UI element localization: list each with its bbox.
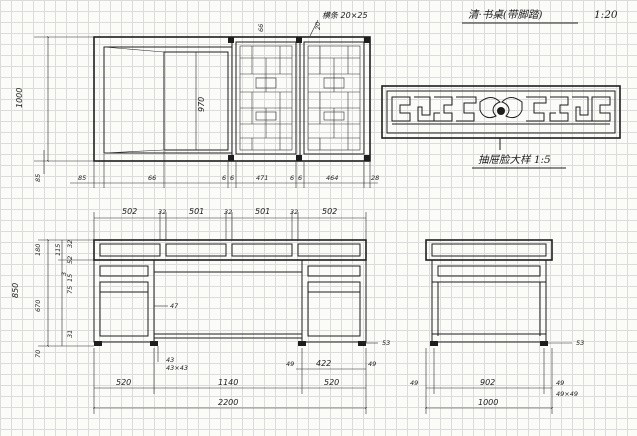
- plan-post: [364, 37, 370, 43]
- front-left-dim: 3: [60, 272, 68, 276]
- plan-dim-1000: 1000: [15, 88, 24, 108]
- plan-bottom-dim: 6: [290, 174, 294, 182]
- plan-dim-20: 20: [314, 22, 322, 30]
- plan-dim-85-left: 85: [34, 174, 42, 182]
- plan-bottom-dim: 6: [222, 174, 226, 182]
- front-right-door: [307, 281, 361, 337]
- side-foot: [540, 341, 548, 346]
- plan-view: 970 横条 20×25 66 20 1000 85 85 66 6 6 471…: [15, 11, 379, 188]
- detail-outer: [381, 85, 621, 139]
- plan-dim-66: 66: [257, 24, 265, 32]
- front-foot: [94, 341, 102, 346]
- front-top-drawer: [231, 243, 293, 257]
- front-left-drawer: [99, 265, 149, 277]
- front-bottom-dim: 520: [116, 378, 131, 387]
- front-top-drawer: [99, 243, 161, 257]
- front-top-drawer: [165, 243, 227, 257]
- front-top-dim: 502: [122, 207, 137, 216]
- front-bottom-dim: 1140: [218, 378, 238, 387]
- front-top-dim: 502: [322, 207, 337, 216]
- plan-bottom-dim: 28: [371, 174, 379, 182]
- front-left-dim: 75: [66, 286, 74, 294]
- front-left-pedestal: [93, 259, 155, 343]
- front-foot: [298, 341, 306, 346]
- front-top-dim: 32: [290, 208, 298, 216]
- side-top-drawer: [431, 243, 547, 257]
- plan-post: [228, 155, 234, 161]
- drawer-face-detail: 抽屉脸大样 1:5: [381, 85, 621, 169]
- front-left-dim: 52: [66, 256, 74, 264]
- plan-post: [364, 155, 370, 161]
- front-left-dim: 70: [34, 350, 42, 358]
- side-elevation: 53 49 902 49 49×49 1000: [410, 239, 584, 414]
- plan-bottom-dim: 85: [78, 174, 86, 182]
- side-top-board: [425, 239, 553, 261]
- front-bottom-dim: 520: [324, 378, 339, 387]
- plan-note: 横条 20×25: [322, 11, 368, 20]
- front-left-dim: 32: [66, 240, 74, 248]
- side-bottom-dim: 49: [556, 379, 564, 387]
- front-dim-49: 49: [286, 360, 294, 368]
- front-dim-43x43: 43×43: [166, 364, 188, 372]
- side-drawer: [437, 265, 541, 277]
- front-elevation: 502 32 501 32 501 32 502 850 180 670 32 …: [11, 207, 390, 414]
- drawer-pull-icon: [497, 107, 505, 115]
- panel-label: 抽屉脸大样 1:5: [478, 154, 551, 166]
- side-foot: [430, 341, 438, 346]
- side-bottom-dim: 902: [480, 378, 495, 387]
- plan-lattice-right-frame: [303, 41, 365, 155]
- front-top-dim: 32: [158, 208, 166, 216]
- front-left-dim: 180: [34, 244, 42, 256]
- drawing-title: 清·书桌(带脚踏): [468, 9, 543, 21]
- plan-post: [296, 37, 302, 43]
- side-total-dim: 1000: [478, 398, 498, 407]
- front-foot: [150, 341, 158, 346]
- front-top-dim: 32: [224, 208, 232, 216]
- front-top-drawer: [297, 243, 361, 257]
- front-left-dim: 850: [11, 283, 20, 298]
- front-top-dim: 501: [189, 207, 204, 216]
- fret-pattern: [391, 96, 611, 125]
- plan-lattice-right: [307, 45, 361, 151]
- front-dim-422: 422: [316, 359, 331, 368]
- front-dim-47: 47: [170, 302, 179, 310]
- front-foot: [358, 341, 366, 346]
- front-dim-49b: 49: [368, 360, 376, 368]
- side-dim-53: 53: [576, 339, 584, 347]
- plan-lattice-left-frame: [235, 41, 297, 155]
- plan-bottom-dim: 66: [148, 174, 156, 182]
- front-right-drawer: [307, 265, 361, 277]
- plan-bottom-dim: 6: [230, 174, 234, 182]
- side-dim-49x49: 49×49: [556, 390, 578, 398]
- front-left-dim: 670: [34, 300, 42, 312]
- side-bottom-dim: 49: [410, 379, 418, 387]
- front-dim-43: 43: [166, 356, 174, 364]
- plan-bottom-dim: 464: [326, 174, 338, 182]
- plan-post: [296, 155, 302, 161]
- front-left-dim: 31: [66, 330, 74, 338]
- drawing-scale: 1:20: [594, 9, 618, 21]
- front-top-board: [93, 239, 367, 261]
- detail-inner: [386, 90, 616, 134]
- front-top-dim: 501: [255, 207, 270, 216]
- side-pedestal: [431, 259, 547, 343]
- front-total-dim: 2200: [218, 398, 238, 407]
- front-dim-53: 53: [382, 339, 390, 347]
- plan-depth-label: 970: [197, 97, 206, 112]
- front-left-door: [99, 281, 149, 337]
- plan-lattice-left: [239, 45, 293, 151]
- plan-top-panel-frame: [103, 46, 233, 154]
- plan-post: [228, 37, 234, 43]
- front-left-dim: 15: [66, 274, 74, 282]
- plan-bottom-dim: 6: [298, 174, 302, 182]
- front-right-pedestal: [301, 259, 367, 343]
- front-left-dim: 115: [54, 244, 62, 256]
- plan-bottom-dim: 471: [256, 174, 268, 182]
